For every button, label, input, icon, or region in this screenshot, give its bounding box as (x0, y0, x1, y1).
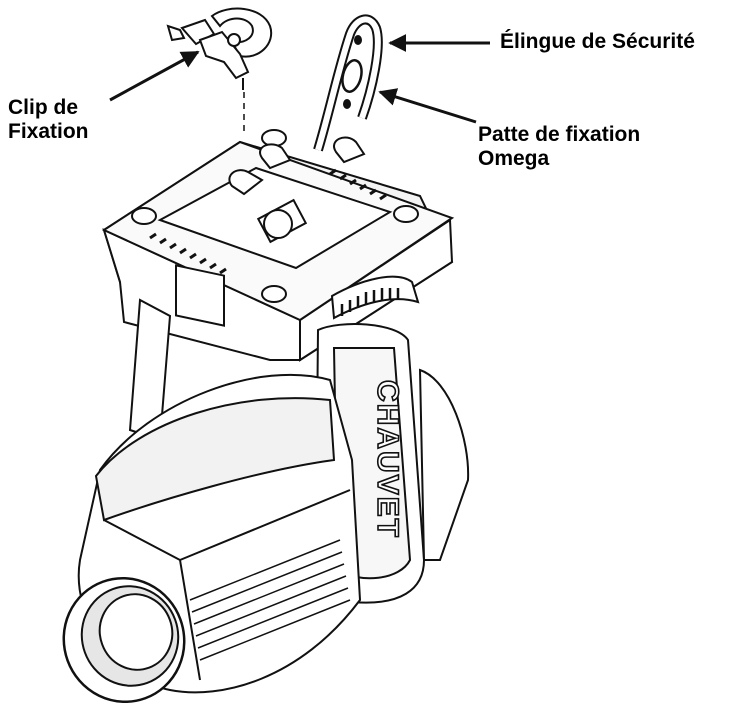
label-omega-bracket: Patte de fixation Omega (478, 123, 640, 171)
mounting-clamp (166, 7, 273, 90)
product-logo: CHAUVET (370, 379, 405, 540)
safety-cable (313, 14, 383, 152)
label-omega-bracket-line1: Patte de fixation (478, 123, 641, 146)
vent-slots-top (149, 168, 387, 275)
arrow-omega-bracket (378, 88, 477, 124)
arrow-mounting-clamp (109, 50, 200, 102)
lens (62, 576, 186, 704)
label-safety-cable: Élingue de Sécurité (500, 30, 695, 54)
vent-slots-side (340, 288, 400, 316)
fixture-base (101, 129, 455, 362)
head-fins (189, 539, 351, 661)
label-mounting-clamp-line2: Fixation (8, 120, 89, 143)
svg-text:CHAUVET: CHAUVET (371, 380, 404, 539)
label-safety-cable-text: Élingue de Sécurité (500, 30, 695, 53)
callout-arrows (109, 34, 490, 124)
label-omega-bracket-line2: Omega (478, 147, 550, 170)
label-mounting-clamp: Clip de Fixation (8, 96, 89, 144)
label-mounting-clamp-line1: Clip de (8, 96, 79, 119)
